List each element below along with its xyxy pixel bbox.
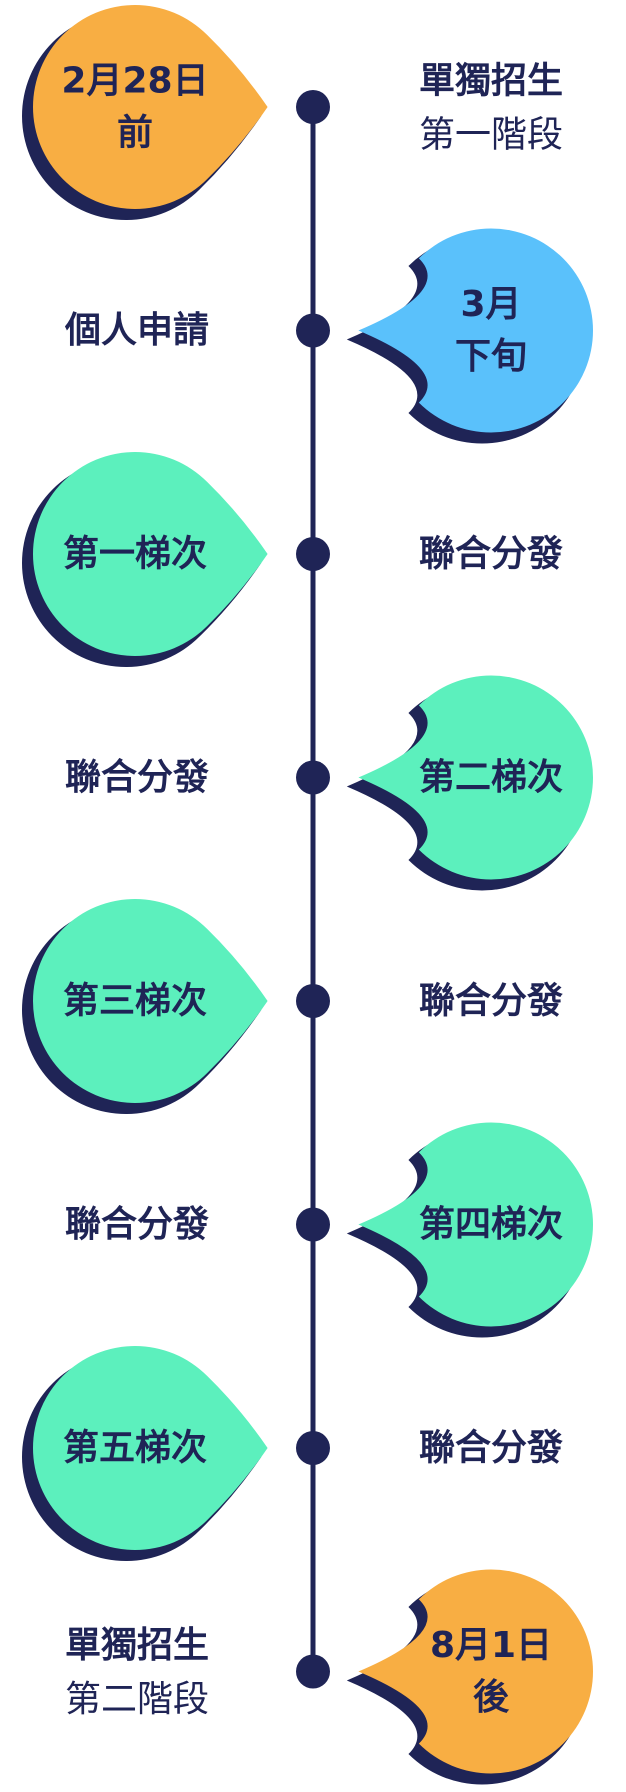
bubble-shape xyxy=(32,899,268,1104)
bubble-text: 第五梯次 xyxy=(63,1428,207,1469)
bubble-text: 第二梯次 xyxy=(419,757,563,798)
bubble-text: 第四梯次 xyxy=(419,1204,563,1245)
timeline-step: 第五梯次 聯合分發 xyxy=(21,1346,563,1562)
bubble-text: 下旬 xyxy=(455,336,527,377)
step-label: 聯合分發 xyxy=(419,534,563,575)
step-sublabel: 第二階段 xyxy=(65,1679,209,1720)
timeline-dot xyxy=(296,1431,330,1465)
timeline-dot xyxy=(296,90,330,124)
bubble-shape xyxy=(358,1122,593,1327)
bubble-text: 第一梯次 xyxy=(63,534,207,575)
bubble-text: 2月28日 xyxy=(61,61,208,102)
timeline-step: 第四梯次 聯合分發 xyxy=(65,1122,593,1338)
timeline-step: 第二梯次 聯合分發 xyxy=(65,675,594,891)
step-label: 聯合分發 xyxy=(419,1428,563,1469)
bubble-text: 後 xyxy=(473,1677,510,1718)
step-label: 聯合分發 xyxy=(419,981,563,1022)
bubble-shape xyxy=(358,675,594,880)
bubble-text: 3月 xyxy=(460,284,521,325)
bubble-shape xyxy=(32,452,268,657)
bubble-shape xyxy=(32,1346,268,1551)
bubble-text: 第三梯次 xyxy=(63,981,207,1022)
timeline-dot xyxy=(296,537,330,571)
timeline-dot xyxy=(296,1654,330,1689)
bubble-text: 8月1日 xyxy=(430,1625,552,1666)
bubble-shape xyxy=(358,228,594,433)
step-label: 個人申請 xyxy=(64,310,209,351)
timeline-dot xyxy=(296,984,330,1018)
timeline-dot xyxy=(296,1207,330,1242)
step-label: 單獨招生 xyxy=(419,61,563,102)
bubble-text: 前 xyxy=(117,113,153,154)
step-label: 聯合分發 xyxy=(65,757,209,798)
timeline-dot xyxy=(296,313,330,348)
bubble-shape xyxy=(33,5,268,210)
step-sublabel: 第一階段 xyxy=(419,115,563,156)
timeline-dot xyxy=(296,760,330,795)
timeline-step: 第三梯次 聯合分發 xyxy=(21,899,563,1114)
timeline-step: 第一梯次 聯合分發 xyxy=(22,452,563,667)
timeline-steps: 2月28日前單獨招生第一階段3月下旬個人申請第一梯次聯合分發第二梯次聯合分發第三… xyxy=(21,5,594,1785)
bubble-shape xyxy=(358,1569,594,1774)
step-label: 單獨招生 xyxy=(65,1625,209,1666)
step-label: 聯合分發 xyxy=(65,1204,209,1245)
